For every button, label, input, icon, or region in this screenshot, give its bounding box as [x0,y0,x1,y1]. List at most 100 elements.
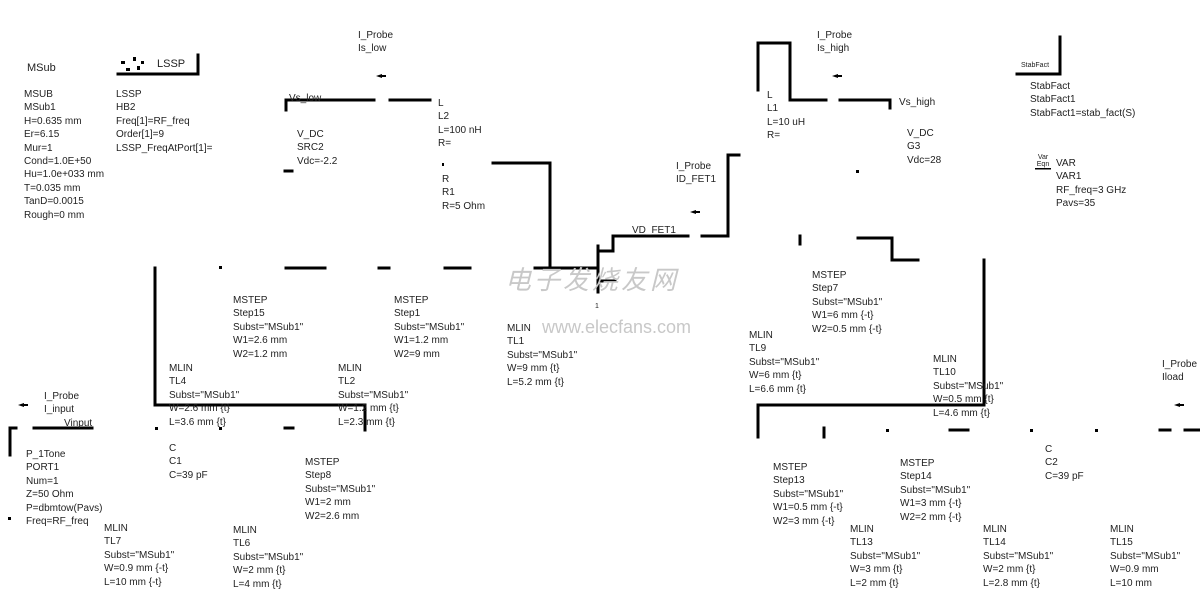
component-param: W1=2.6 mm [233,335,288,347]
stabfact-symbol[interactable] [1015,35,1062,76]
component-type: MLIN [338,363,362,374]
probe-arrow-id-fet1 [690,210,700,214]
node-vinput: Vinput [64,418,93,429]
lssp-icon [121,57,144,71]
component-instance: Step7 [812,283,839,295]
component-param: Subst="MSub1" [338,389,409,401]
component-type: MLIN [104,523,128,534]
wire-input [8,266,367,457]
component-instance: VAR1 [1056,171,1082,183]
fet-symbol[interactable] [596,234,690,294]
component-type: MSUB [24,89,53,100]
component-type: V_DC [297,129,324,140]
component-param: L=10 mm [1110,577,1152,589]
component-param: W1=6 mm {-t} [812,310,874,322]
component-param: Subst="MSub1" [305,483,376,495]
component-param: Hu=1.0e+033 mm [24,169,105,181]
component-param: L=3.6 mm {t} [169,416,226,428]
component-param: Subst="MSub1" [983,550,1054,562]
component-param: W=2.6 mm {t} [169,403,230,415]
component-param: Er=6.15 [24,129,60,141]
component-param: C=39 pF [1045,470,1084,482]
component-param: C=39 pF [169,469,208,481]
component-param: Mur=1 [24,142,53,154]
component-param: T=0.035 mm [24,182,81,194]
component-param: H=0.635 mm [24,115,82,127]
var-eqn-icon[interactable]: Var Eqn [1036,154,1050,168]
component-instance: MSub1 [24,102,56,114]
component-type: MLIN [933,354,957,365]
component-type: MLIN [507,323,531,334]
lssp-title[interactable]: LSSP [157,58,186,70]
component-instance: C1 [169,456,182,468]
component-param: Subst="MSub1" [394,321,465,333]
component-param: W2=9 mm [394,348,440,360]
component-param: Subst="MSub1" [169,389,240,401]
component-type: MLIN [169,363,193,374]
component-type: V_DC [907,128,934,139]
component-instance: TL13 [850,537,873,549]
probe-arrow-i-input [18,403,28,407]
component-param: W=1.2 mm {t} [338,403,399,415]
component-instance: Is_high [817,43,850,55]
component-instance: Step15 [233,308,265,320]
component-param: R= [767,130,781,142]
component-param: W1=3 mm {-t} [900,498,962,510]
wire-vs-low [284,98,432,112]
component-instance: TL15 [1110,537,1133,549]
wire-l1 [756,41,892,110]
component-param: W2=2 mm {-t} [900,511,962,523]
component-instance: R1 [442,187,455,199]
component-param: R=5 Ohm [442,200,486,212]
lssp-symbol[interactable] [116,53,200,76]
component-type: MLIN [1110,524,1134,535]
component-instance: TL7 [104,536,122,548]
probe-arrow-is-low [376,74,386,78]
component-type: MSTEP [305,457,340,468]
component-param: Subst="MSub1" [773,488,844,500]
wire-drain [700,153,741,238]
component-type: L [438,98,444,109]
component-param: W=3 mm {t} [850,564,903,576]
component-param: Subst="MSub1" [1110,550,1181,562]
component-instance: SRC2 [297,142,324,154]
node-vd-fet1: VD_FET1 [632,225,676,236]
component-param: W2=1.2 mm [233,348,288,360]
node-vs-high: Vs_high [899,97,936,108]
stabfact-icon[interactable]: StabFact [1021,62,1050,69]
